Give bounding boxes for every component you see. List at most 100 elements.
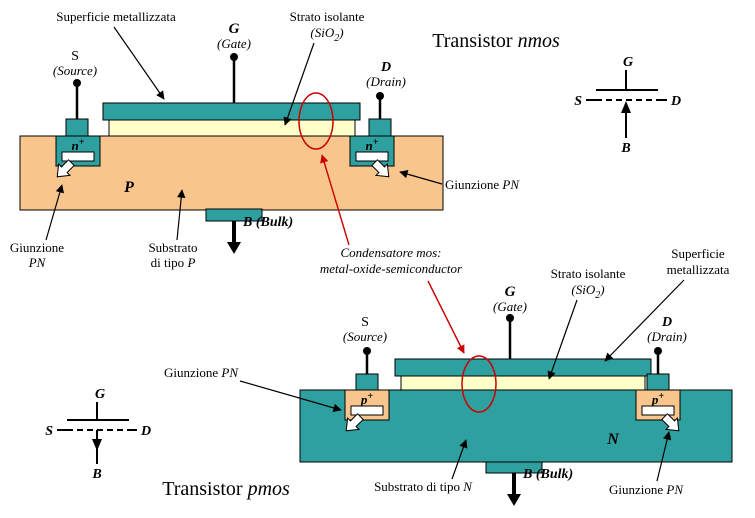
pmos-substrate-note: Substrato di tipo N [374,479,473,494]
pmos-drain-letter: D [661,315,672,330]
note-pre: Substrato di tipo [374,479,463,494]
title-device: nmos [518,30,560,52]
junction-arrow-icon [345,413,364,432]
junction-pn: PN [501,177,520,192]
pmos-title: Transistor pmos [162,478,290,500]
nmos-metallization-arrow [113,26,165,100]
pmos-gate-metallization [394,358,652,377]
junction-arrow-icon [661,413,680,432]
note-letter: P [186,255,195,270]
nmos-source-well-label: n+ [72,137,85,153]
junction-arrow-icon [56,159,75,178]
pmos-bulk-arrowhead [507,494,521,506]
nmos-symbol-bulk-arrow [621,101,631,113]
nmos-symbol-gate-label: G [623,55,633,70]
capacitor-arrow-to-nmos [320,154,350,246]
nmos-junction-left-label-line2: PN [28,255,47,270]
nmos-symbol-drain-label: D [670,94,681,109]
mos-capacitor-note: Condensatore mos: metal-oxide-semiconduc… [320,154,465,354]
pmos-junction-left-arrow [239,380,342,412]
pmos-source-well-label: p+ [360,391,374,407]
pmos-drain-contact [646,373,670,391]
formula-sub: 2 [334,33,339,44]
well-superscript: + [373,137,379,148]
junction-pn: PN [665,482,684,497]
title-device: pmos [246,478,290,500]
nmos-bulk-arrowhead [227,242,241,254]
title-word: Transistor [162,478,247,500]
nmos-gate-metallization [102,102,361,121]
well-letter: n [366,138,373,153]
junction-word: Giunzione [445,177,502,192]
nmos-insulator-formula: (SiO2) [310,25,343,44]
pmos-source-ohmic-bar [350,405,384,416]
pmos-drain-ohmic-bar [641,405,675,416]
nmos-drain-terminal-dot [376,92,384,100]
pmos-gate-terminal-dot [506,314,514,322]
pmos-source-name: (Source) [343,329,387,344]
nmos-source-ohmic-bar [61,151,95,162]
pmos-substrate-arrow [451,439,468,480]
well-letter: p [651,392,659,407]
junction-pn: PN [220,365,239,380]
nmos-source-terminal-dot [73,79,81,87]
nmos-source-name: (Source) [53,63,97,78]
pmos-substrate-label: N [606,431,620,448]
formula-pre: (SiO [571,282,595,297]
pmos-bulk-label: B (Bulk) [522,467,573,482]
nmos-source-contact [65,118,89,137]
capacitor-note-line2: metal-oxide-semiconductor [320,261,463,276]
nmos-junction-left-label-line1: Giunzione [10,240,64,255]
nmos-gate-name: (Gate) [217,36,251,51]
title-word: Transistor [432,30,517,52]
nmos-drain-name: (Drain) [366,74,406,89]
nmos-gate-terminal-dot [230,53,238,61]
pmos-mos-capacitor-ellipse [461,355,497,413]
pmos-symbol-source-label: S [45,424,53,439]
nmos-drain-ohmic-bar [355,151,389,162]
pmos-insulator-arrow [547,299,578,380]
formula-pre: (SiO [310,25,334,40]
nmos-symbol-bulk-label: B [620,141,630,156]
pmos-metallization-arrow [604,279,685,362]
pmos-gate-letter: G [505,284,516,300]
nmos-metallization-label: Superficie metallizzata [56,9,176,24]
nmos-substrate-arrow [176,189,186,241]
nmos-oxide-layer [108,119,356,137]
pmos-source-letter: S [361,315,369,330]
pmos-gate-name: (Gate) [493,299,527,314]
junction-arrow-icon [371,159,390,178]
nmos-drain-well-label: n+ [366,137,379,153]
nmos-gate-letter: G [229,21,240,37]
pmos-junction-right-arrow [656,431,672,482]
formula-sub: 2 [595,290,600,301]
formula-post: ) [599,282,604,297]
formula-post: ) [338,25,343,40]
nmos-substrate-label: P [123,179,134,196]
pmos-insulator-formula: (SiO2) [571,282,604,301]
nmos-source-letter: S [71,49,79,64]
nmos-junction-right-label: Giunzione PN [445,177,520,192]
nmos-cross-section: S (Source) G (Gate) D (Drain) n+ n+ P B … [10,9,560,270]
well-letter: p [360,392,368,407]
pmos-symbol-gate-label: G [95,387,105,402]
nmos-mos-capacitor-ellipse [298,92,334,150]
nmos-bulk-label: B (Bulk) [242,215,293,230]
pmos-symbol: G S D B [45,387,151,482]
pmos-junction-right-label: Giunzione PN [609,482,684,497]
pmos-drain-terminal-dot [654,347,662,355]
pmos-source-terminal-dot [363,347,371,355]
nmos-substrate-note-line2: di tipo P [151,255,196,270]
nmos-title: Transistor nmos [432,30,560,52]
pmos-source-contact [355,373,379,391]
well-superscript: + [367,391,373,402]
nmos-symbol: G S D B [574,55,681,156]
nmos-symbol-source-label: S [574,94,582,109]
pmos-metallization-label-line2: metallizzata [667,262,730,277]
junction-word: Giunzione [164,365,221,380]
pmos-symbol-drain-label: D [140,424,151,439]
pmos-symbol-bulk-arrow [92,439,102,451]
pmos-symbol-bulk-label: B [91,467,101,482]
nmos-substrate-note-line1: Substrato [148,240,197,255]
